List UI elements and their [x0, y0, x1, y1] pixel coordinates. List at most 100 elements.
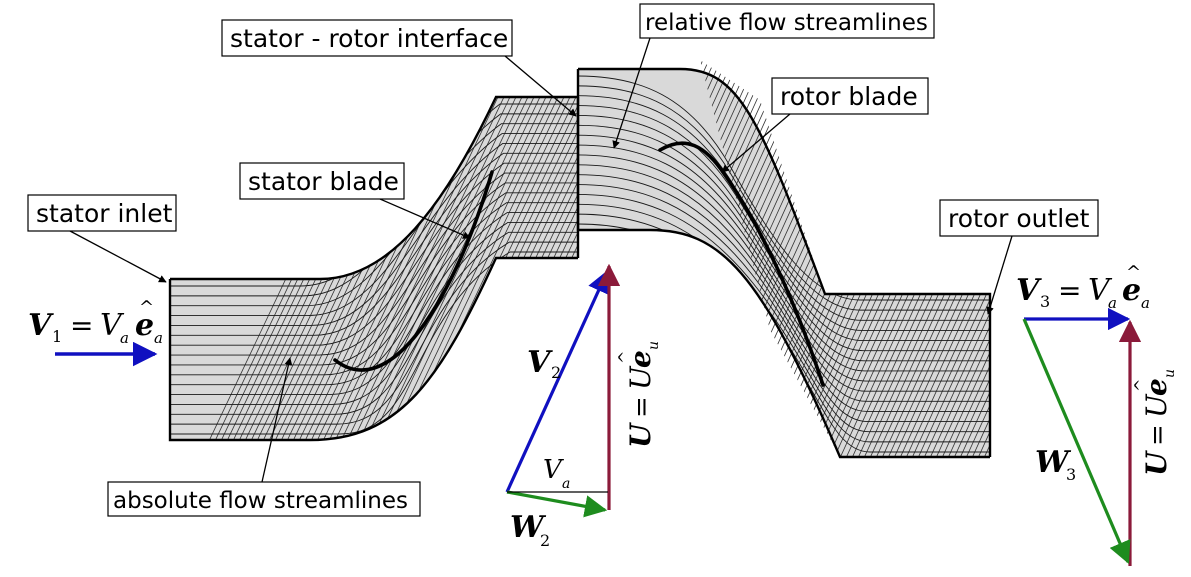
streamline [170, 231, 578, 415]
leader-stator-blade [379, 198, 471, 239]
v1-ea-hat: ^ [139, 297, 154, 318]
w3-symbol: W [1035, 445, 1072, 480]
streamline [170, 251, 578, 435]
stator-lower-wall [168, 256, 578, 442]
rotor-blade-profile [658, 141, 825, 387]
u-stator-subscript: u [646, 341, 662, 350]
v3-equals: = [1058, 274, 1081, 307]
label-stator-inlet-text: stator inlet [36, 199, 173, 228]
u-label-rotor: U = U e ^ u [1131, 369, 1178, 476]
label-rotor-blade: rotor blade [721, 77, 929, 173]
u-rotor-hat: ^ [1131, 379, 1150, 392]
v1-equals: = [70, 309, 93, 342]
hatch-line [700, 60, 767, 457]
va-symbol: V [543, 455, 564, 485]
leader-rotor-blade [721, 113, 791, 173]
v2-arrow [505, 269, 609, 493]
streamline [578, 154, 990, 382]
v1-ea-symbol: e [135, 308, 154, 343]
hatch-line [700, 60, 755, 457]
label-stator-blade-text: stator blade [248, 167, 399, 196]
w2-subscript: 2 [540, 531, 550, 550]
u-rotor-symbol: U [1140, 450, 1173, 476]
streamline [578, 105, 990, 331]
hatch-line [907, 60, 990, 457]
hatch-line [949, 60, 990, 457]
streamline [170, 192, 578, 376]
hatch-line [913, 60, 990, 457]
v1-symbol: V [28, 308, 54, 343]
rotor-upper-wall [578, 67, 992, 457]
v3-subscript: 3 [1040, 292, 1050, 311]
hatch-line [967, 60, 990, 457]
label-relative-streamlines: relative flow streamlines [612, 3, 935, 149]
streamline [170, 202, 578, 386]
v1-ea-subscript: a [154, 329, 163, 347]
u-stator-equals: = [627, 396, 657, 418]
streamline [578, 134, 990, 362]
label-interface-text: stator - rotor interface [230, 24, 508, 53]
hatch-line [700, 60, 797, 457]
u-stator-hat: ^ [615, 351, 634, 364]
stator-upper-wall [170, 95, 578, 281]
v3-ea-hat: ^ [1126, 262, 1141, 283]
leader-rotor-outlet [986, 235, 1013, 315]
streamline [170, 241, 578, 425]
u-stator-u: U [624, 365, 657, 390]
leader-absolute-streamlines [261, 357, 293, 483]
stator-blade-profile [333, 170, 494, 372]
w2-symbol: W [510, 510, 547, 545]
label-rotor-outlet: rotor outlet [939, 199, 1099, 315]
hatch-line [925, 60, 990, 457]
v3-ea-subscript: a [1141, 294, 1150, 312]
v3-va-symbol: V [1088, 273, 1113, 308]
hatch-line [889, 60, 990, 457]
streamline [578, 174, 990, 402]
streamline [578, 164, 990, 392]
stator-velocity-triangle: V 2 V a W 2 U = U e ^ u [505, 263, 662, 550]
leader-interface [504, 55, 577, 117]
hatch-line [700, 60, 761, 457]
stator-passage-fill [170, 97, 578, 440]
u-rotor-e: e [1140, 378, 1173, 396]
label-rotor-blade-text: rotor blade [780, 82, 918, 111]
hatch-line [337, 97, 519, 440]
w2-arrow [506, 490, 608, 518]
hatch-line [700, 60, 779, 457]
v3-va-subscript: a [1108, 294, 1117, 312]
v3-symbol: V [1016, 273, 1042, 308]
hatch-line [937, 60, 990, 457]
v3-ea-symbol: e [1122, 273, 1141, 308]
streamline [578, 85, 990, 311]
v1-va-symbol: V [100, 308, 125, 343]
streamline [578, 184, 990, 412]
u-stator-symbol: U [624, 422, 657, 448]
leader-stator-inlet [69, 230, 167, 283]
u-label-stator: U = U e ^ u [615, 341, 662, 448]
hatch-line [700, 60, 749, 457]
label-rotor-outlet-text: rotor outlet [948, 204, 1090, 233]
hatch-line [700, 60, 773, 457]
v1-va-subscript: a [120, 329, 129, 347]
hatch-line [919, 60, 990, 457]
inlet-velocity: V 1 = V a e ^ a [28, 297, 163, 367]
hatch-line [331, 97, 513, 440]
streamline [578, 144, 990, 372]
w3-arrow [1022, 318, 1131, 565]
label-absolute-streamlines: absolute flow streamlines [107, 357, 421, 517]
v1-subscript: 1 [52, 327, 62, 346]
w3-subscript: 3 [1066, 465, 1076, 484]
hatch-line [931, 60, 990, 457]
hatch-line [961, 60, 990, 457]
streamline [170, 152, 578, 336]
streamline [578, 115, 990, 341]
hatch-line [700, 60, 791, 457]
rotor-lower-wall [576, 69, 990, 459]
leader-relative-streamlines [612, 37, 651, 149]
streamline [578, 193, 990, 423]
label-relative-streamlines-text: relative flow streamlines [645, 10, 928, 36]
hatch-line [895, 60, 990, 457]
streamline [170, 162, 578, 346]
hatch-line [955, 60, 990, 457]
